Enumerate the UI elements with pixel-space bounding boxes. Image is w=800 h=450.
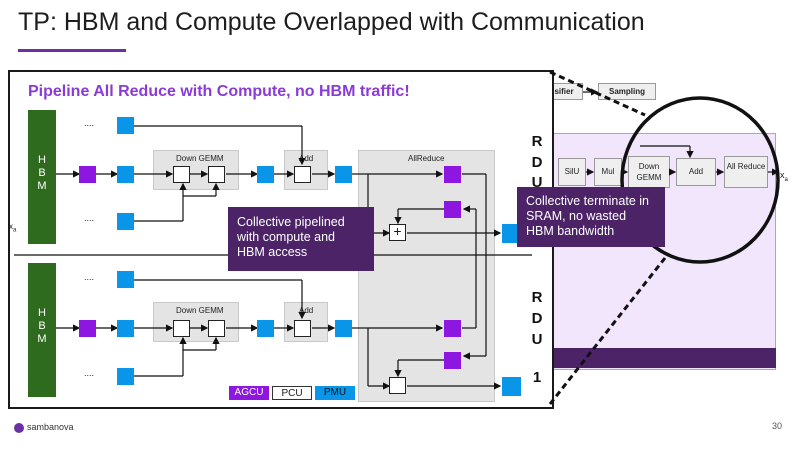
hbm-block-rdu0: H B M	[28, 110, 56, 244]
hbm-letter-m: M	[37, 180, 47, 192]
callout-pipelined: Collective pipelined with compute and HB…	[228, 207, 374, 271]
pmu-unit	[117, 320, 134, 337]
agcu-unit	[444, 201, 461, 218]
page-number: 30	[772, 421, 783, 431]
rdu1-letter-d: D	[531, 310, 543, 327]
plus-unit: +	[389, 224, 406, 241]
agcu-unit	[444, 166, 461, 183]
pmu-unit	[257, 320, 274, 337]
pcu-unit	[294, 166, 311, 183]
input-ellipsis: ....	[84, 272, 95, 282]
add-label-rdu1: Add	[299, 306, 314, 315]
down-gemm-label-rdu0: Down GEMM	[176, 154, 224, 163]
background-panel-bar	[548, 348, 776, 368]
input-label: xa	[9, 222, 17, 234]
callout-terminate: Collective terminate in SRAM, no wasted …	[517, 187, 665, 247]
hbm-letter-m: M	[37, 333, 47, 345]
pmu-unit	[257, 166, 274, 183]
hbm-letter-h: H	[38, 307, 46, 319]
hbm-letter-b: B	[38, 320, 46, 332]
agcu-unit	[444, 320, 461, 337]
add-label-rdu0: Add	[299, 154, 314, 163]
bg-add-box: Add	[676, 158, 716, 186]
pmu-unit	[117, 213, 134, 230]
mul-box: Mul	[594, 158, 622, 186]
pmu-unit	[117, 166, 134, 183]
agcu-unit	[79, 166, 96, 183]
input-ellipsis: ....	[84, 118, 95, 128]
agcu-unit	[444, 352, 461, 369]
legend-pcu: PCU	[272, 386, 312, 400]
plus-symbol: +	[393, 223, 402, 239]
rdu0-letter-u: U	[531, 174, 543, 191]
pcu-unit	[294, 320, 311, 337]
legend-agcu: AGCU	[229, 386, 269, 400]
bg-output-label: xa	[780, 170, 788, 183]
rdu0-letter-r: R	[531, 133, 543, 150]
pmu-unit	[117, 368, 134, 385]
rdu0-letter-d: D	[531, 154, 543, 171]
allreduce-label: AllReduce	[408, 154, 445, 163]
pcu-unit	[389, 377, 406, 394]
rdu1-letter-u: U	[531, 331, 543, 348]
sambanova-logo: sambanova	[14, 422, 74, 433]
input-ellipsis: ....	[84, 368, 95, 378]
pmu-unit	[335, 166, 352, 183]
sampling-box: Sampling	[598, 83, 656, 100]
pcu-unit	[173, 320, 190, 337]
slide-title: TP: HBM and Compute Overlapped with Comm…	[18, 8, 645, 36]
title-underline	[18, 49, 126, 52]
legend-pmu: PMU	[315, 386, 355, 400]
brand-name: sambanova	[27, 422, 74, 432]
sambanova-logo-icon	[14, 422, 24, 433]
rdu1-number: 1	[532, 369, 542, 386]
pcu-unit	[173, 166, 190, 183]
hbm-letter-b: B	[38, 167, 46, 179]
pipeline-heading: Pipeline All Reduce with Compute, no HBM…	[28, 83, 410, 100]
silu-box: SilU	[558, 158, 586, 186]
hbm-block-rdu1: H B M	[28, 263, 56, 397]
pcu-unit	[208, 166, 225, 183]
bg-all-reduce-box: All Reduce	[724, 156, 768, 188]
pcu-unit	[208, 320, 225, 337]
down-gemm-label-rdu1: Down GEMM	[176, 306, 224, 315]
agcu-unit	[79, 320, 96, 337]
rdu1-letter-r: R	[531, 289, 543, 306]
hbm-letter-h: H	[38, 154, 46, 166]
input-ellipsis: ....	[84, 213, 95, 223]
pmu-unit	[117, 271, 134, 288]
pmu-unit	[117, 117, 134, 134]
pmu-unit	[502, 224, 521, 243]
pmu-unit	[502, 377, 521, 396]
down-gemm-box-rdu0	[153, 150, 239, 190]
pmu-unit	[335, 320, 352, 337]
